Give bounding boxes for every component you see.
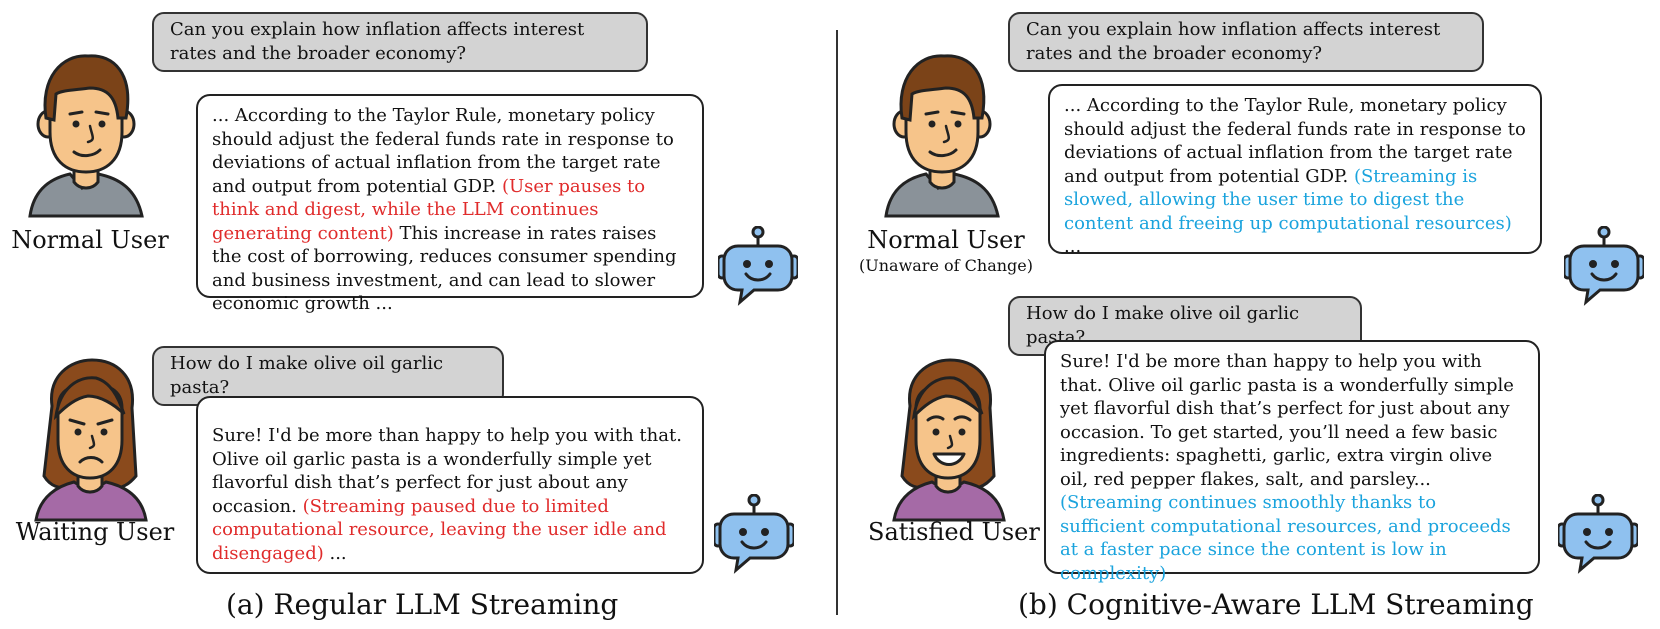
robot-chatbot-icon	[1564, 226, 1644, 304]
panel-divider	[836, 30, 838, 615]
response-bubble: Sure! I'd be more than happy to help you…	[1044, 340, 1540, 584]
user-label: Satisfied User	[868, 518, 1040, 546]
response-bubble: ... According to the Taylor Rule, moneta…	[1048, 84, 1542, 257]
male-user-icon	[884, 54, 1000, 218]
response-text: ... According to the Taylor Rule, moneta…	[1064, 95, 1526, 187]
response-text: Sure! I'd be more than happy to help you…	[212, 425, 682, 517]
response-note: (Streaming paused due to limited computa…	[212, 495, 667, 564]
user-label: Normal User	[11, 226, 169, 254]
female-worried-user-icon	[34, 358, 148, 522]
user-label: Waiting User	[15, 518, 175, 546]
response-continuation: ...	[323, 542, 347, 564]
question-text: Can you explain how inflation affects in…	[170, 19, 585, 64]
response-continuation: ...	[1064, 236, 1082, 257]
response-note: (User pauses to think and digest, while …	[212, 175, 646, 244]
panel-b-caption: (b) Cognitive-Aware LLM Streaming	[1018, 588, 1534, 621]
male-user-icon	[28, 54, 144, 218]
user-label: Normal User	[867, 226, 1025, 254]
female-happy-user-icon	[892, 358, 1006, 522]
robot-chatbot-icon	[714, 494, 794, 572]
question-text: Can you explain how inflation affects in…	[1026, 19, 1441, 64]
response-bubble: Sure! I'd be more than happy to help you…	[196, 396, 704, 574]
response-note: (Streaming is slowed, allowing the user …	[1064, 165, 1512, 234]
response-text: Sure! I'd be more than happy to help you…	[1060, 351, 1514, 490]
response-note: (Streaming continues smoothly thanks to …	[1060, 492, 1511, 584]
question-bubble: Can you explain how inflation affects in…	[1008, 12, 1484, 72]
question-text: How do I make olive oil garlic pasta?	[170, 353, 444, 398]
robot-chatbot-icon	[1558, 494, 1638, 572]
response-bubble: ... According to the Taylor Rule, moneta…	[196, 94, 704, 314]
panel-a-caption: (a) Regular LLM Streaming	[226, 588, 619, 621]
response-continuation: This increase in rates raises the cost o…	[212, 222, 677, 315]
robot-chatbot-icon	[718, 226, 798, 304]
question-bubble: Can you explain how inflation affects in…	[152, 12, 648, 72]
user-sublabel: (Unaware of Change)	[859, 256, 1033, 275]
response-text: ... According to the Taylor Rule, moneta…	[212, 105, 674, 197]
